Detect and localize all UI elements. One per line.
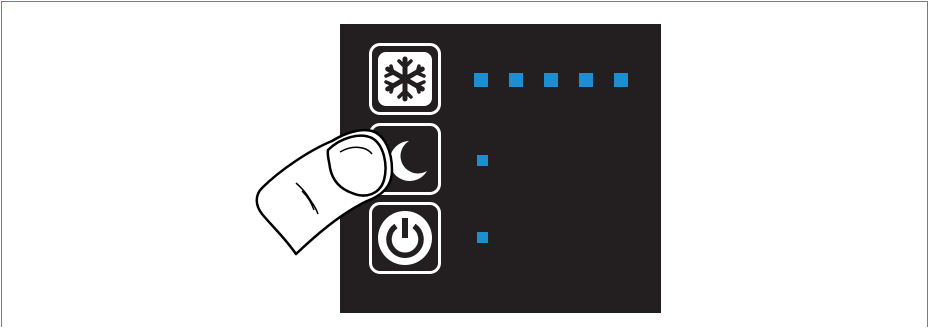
freeze-led-5 bbox=[614, 73, 628, 87]
freeze-button[interactable] bbox=[369, 43, 441, 115]
freeze-led-2 bbox=[509, 73, 523, 87]
night-mode-button[interactable] bbox=[369, 123, 441, 195]
night-mode-led bbox=[477, 155, 488, 166]
power-button[interactable] bbox=[369, 202, 441, 274]
power-led bbox=[477, 232, 488, 243]
moon-icon bbox=[375, 129, 435, 189]
freeze-led-4 bbox=[579, 73, 593, 87]
freeze-led-1 bbox=[474, 73, 488, 87]
snowflake-icon bbox=[375, 49, 435, 109]
freeze-led-3 bbox=[544, 73, 558, 87]
power-icon bbox=[375, 208, 435, 268]
